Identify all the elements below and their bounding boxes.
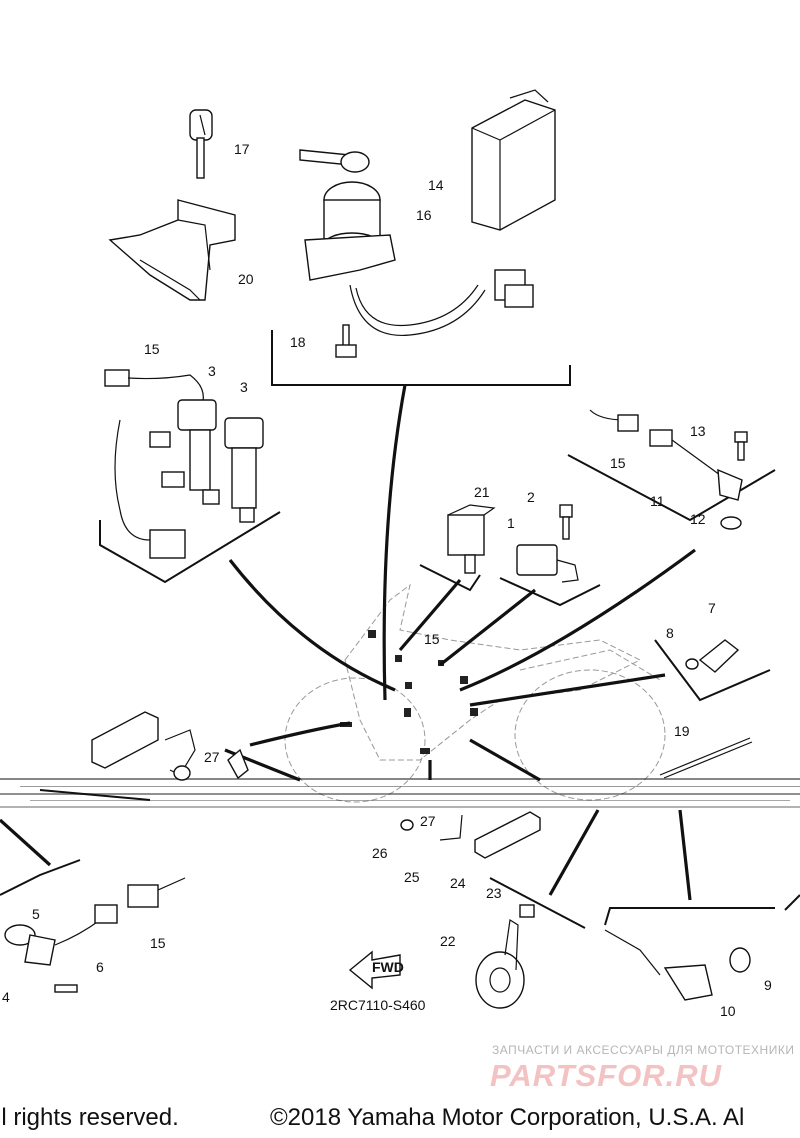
- callout-16: 16: [416, 207, 432, 223]
- callout-23: 23: [486, 885, 502, 901]
- callout-24: 24: [450, 875, 466, 891]
- callout-7: 7: [708, 600, 716, 616]
- callout-20: 20: [238, 271, 254, 287]
- diagram-code: 2RC7110-S460: [330, 997, 426, 1013]
- bolt-part: [335, 324, 357, 358]
- watermark-tagline: ЗАПЧАСТИ И АКСЕССУАРЫ ДЛЯ МОТОТЕХНИКИ: [492, 1043, 795, 1057]
- fwd-arrow-icon: FWD: [348, 950, 404, 990]
- holder-bracket-part: [108, 199, 236, 301]
- cable-tie-part: [659, 737, 753, 779]
- group-brackets: [0, 330, 800, 929]
- callout-15b: 15: [610, 455, 626, 471]
- callout-11: 11: [650, 493, 665, 509]
- callout-13: 13: [690, 423, 706, 439]
- plate-part: [91, 711, 249, 781]
- main-switch-part: [299, 149, 534, 336]
- callout-15d: 15: [150, 935, 166, 951]
- callout-2: 2: [527, 489, 535, 505]
- fwd-label: FWD: [372, 959, 404, 975]
- scan-noise-band: [0, 778, 800, 808]
- callout-12: 12: [690, 511, 706, 527]
- ecu-part: [471, 89, 556, 231]
- rights-notice: ll rights reserved.: [0, 1104, 179, 1131]
- callout-15: 15: [144, 341, 160, 357]
- key-part: [189, 109, 213, 179]
- temperature-sensor-part: [685, 639, 740, 673]
- callout-1: 1: [507, 515, 515, 531]
- horn-part: [475, 904, 535, 1009]
- callout-27b: 27: [420, 813, 436, 829]
- callout-numbers: 1 2 3 3 4 5 6 7 8 9 10 11 12 13 14 15 15…: [2, 141, 772, 1019]
- callout-22: 22: [440, 933, 456, 949]
- callout-26: 26: [372, 845, 388, 861]
- callout-15c: 15: [424, 631, 440, 647]
- lower-bracket-part: [400, 811, 541, 859]
- callout-3: 3: [208, 363, 216, 379]
- neutral-switch-part: [604, 929, 751, 1001]
- callout-3b: 3: [240, 379, 248, 395]
- callout-21: 21: [474, 484, 490, 500]
- callout-25: 25: [404, 869, 420, 885]
- callout-17: 17: [234, 141, 250, 157]
- callout-9: 9: [764, 977, 772, 993]
- callout-14: 14: [428, 177, 444, 193]
- copyright-notice: ©2018 Yamaha Motor Corporation, U.S.A. A…: [270, 1104, 745, 1131]
- callout-18: 18: [290, 334, 306, 350]
- callout-10: 10: [720, 1003, 736, 1019]
- callout-6: 6: [96, 959, 104, 975]
- relay-part: [447, 504, 496, 574]
- leader-lines: [0, 384, 696, 901]
- ignition-coil-part: [104, 369, 264, 559]
- callout-5: 5: [32, 906, 40, 922]
- callout-8: 8: [666, 625, 674, 641]
- callout-27: 27: [204, 749, 220, 765]
- sensor-part: [516, 504, 579, 583]
- watermark-logo: PARTSFOR.RU: [490, 1058, 723, 1093]
- callout-19: 19: [674, 723, 690, 739]
- crank-sensor-part: [589, 409, 748, 530]
- speed-sensor-part: [4, 877, 186, 993]
- callout-4: 4: [2, 989, 10, 1005]
- motorcycle-outline: [284, 583, 666, 803]
